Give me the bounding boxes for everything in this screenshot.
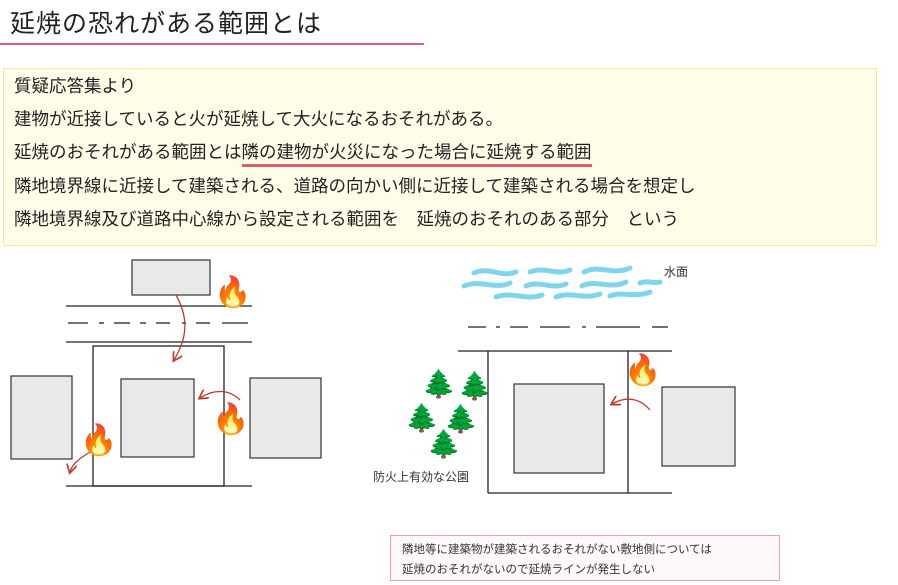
tree-icon: 🌲 bbox=[427, 429, 461, 460]
neighbor-building-east bbox=[661, 386, 736, 467]
spread-arrow-left bbox=[70, 451, 91, 472]
note-line-source: 質疑応答集より bbox=[14, 77, 137, 97]
fire-icon: 🔥 bbox=[212, 402, 250, 437]
note-box: 質疑応答集より 建物が近接していると火が延焼して大火になるおそれがある。 延焼の… bbox=[3, 68, 877, 246]
left-diagram bbox=[10, 259, 322, 487]
fire-icon: 🔥 bbox=[214, 275, 252, 310]
tree-icon: 🌲 bbox=[444, 404, 478, 435]
page-title: 延焼の恐れがある範囲とは bbox=[10, 9, 323, 38]
fire-icon: 🔥 bbox=[80, 423, 118, 458]
water-label: 水面 bbox=[664, 265, 689, 279]
fire-icon: 🔥 bbox=[624, 353, 662, 388]
subject-building bbox=[120, 378, 195, 458]
title-underline bbox=[0, 43, 424, 45]
note-line-3: 隣地境界線に近接して建築される、道路の向かい側に近接して建築される場合を想定し bbox=[14, 177, 696, 197]
tree-icon: 🌲 bbox=[405, 403, 439, 434]
caption-line-2: 延焼のおそれがないので延焼ラインが発生しない bbox=[402, 562, 655, 576]
note-line-1: 建物が近接していると火が延焼して大火になるおそれがある。 bbox=[14, 110, 503, 130]
note-line-2: 延焼のおそれがある範囲とは隣の建物が火災になった場合に延焼する範囲 bbox=[14, 139, 592, 167]
tree-icon: 🌲 bbox=[422, 369, 456, 400]
right-diagram bbox=[458, 265, 736, 494]
neighbor-building-right bbox=[249, 377, 322, 459]
note-line-4: 隣地境界線及び道路中心線から設定される範囲を 延焼のおそれのある部分 という bbox=[14, 210, 679, 230]
caption-line-1: 隣地等に建築物が建築されるおそれがない敷地側については bbox=[402, 542, 712, 556]
tree-icon: 🌲 bbox=[458, 371, 492, 402]
neighbor-building-left bbox=[10, 375, 73, 460]
subject-building-right bbox=[513, 383, 605, 474]
water-surface bbox=[461, 265, 663, 300]
spread-arrow-road bbox=[174, 294, 186, 360]
park-label: 防火上有効な公園 bbox=[373, 470, 470, 484]
note-line-2-lead: 延焼のおそれがある範囲とは bbox=[14, 143, 242, 163]
highlighted-definition: 隣の建物が火災になった場合に延焼する範囲 bbox=[241, 143, 592, 167]
spread-arrow-east bbox=[612, 399, 651, 411]
caption-box: 隣地等に建築物が建築されるおそれがない敷地側については 延焼のおそれがないので延… bbox=[390, 535, 780, 581]
building-across-road bbox=[131, 259, 211, 296]
spread-arrow-right bbox=[200, 392, 241, 401]
